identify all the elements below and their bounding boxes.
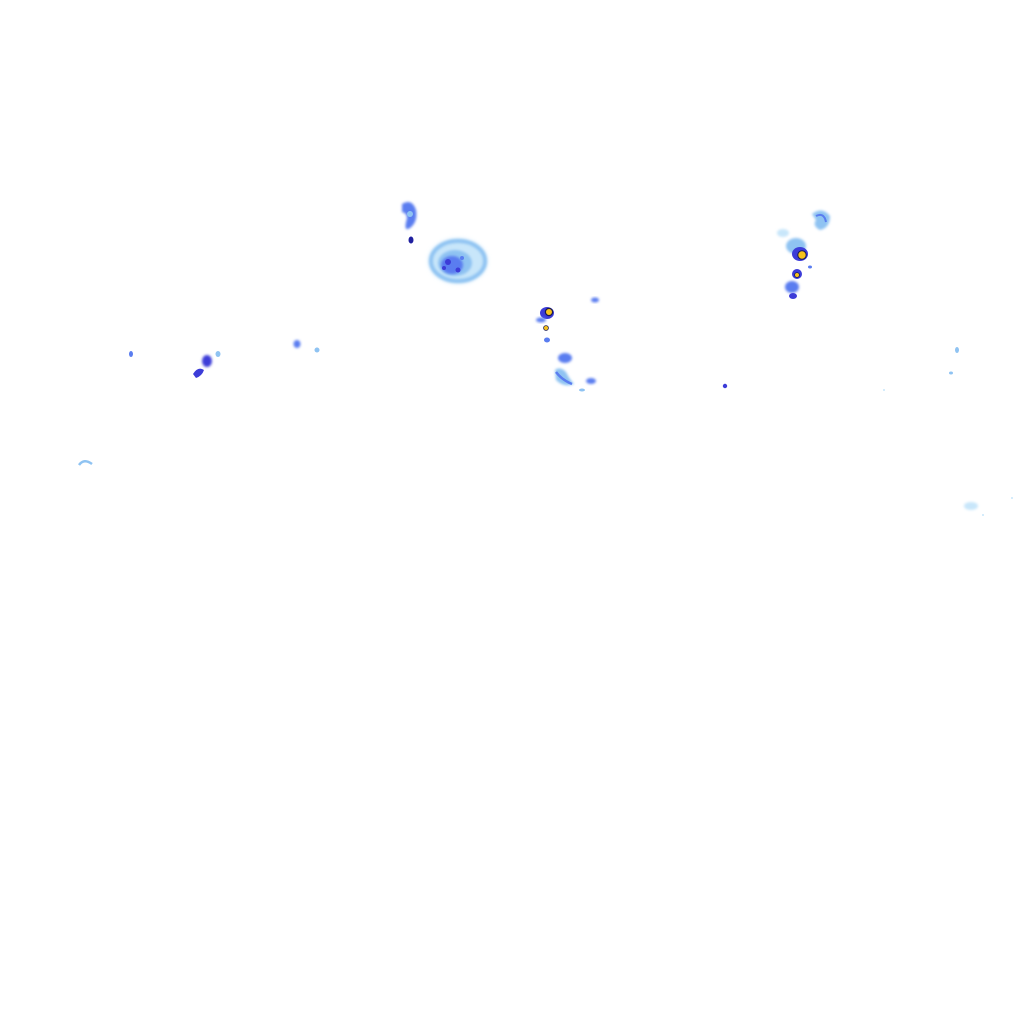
precip-cells-left [77, 340, 320, 466]
precip-cell-hook [402, 202, 417, 244]
precip-cell-large-ring [429, 239, 487, 283]
precip-cell-cluster-right [777, 210, 830, 299]
precip-cell-chain-center [536, 297, 599, 392]
precip-cells-scattered [722, 347, 1013, 516]
